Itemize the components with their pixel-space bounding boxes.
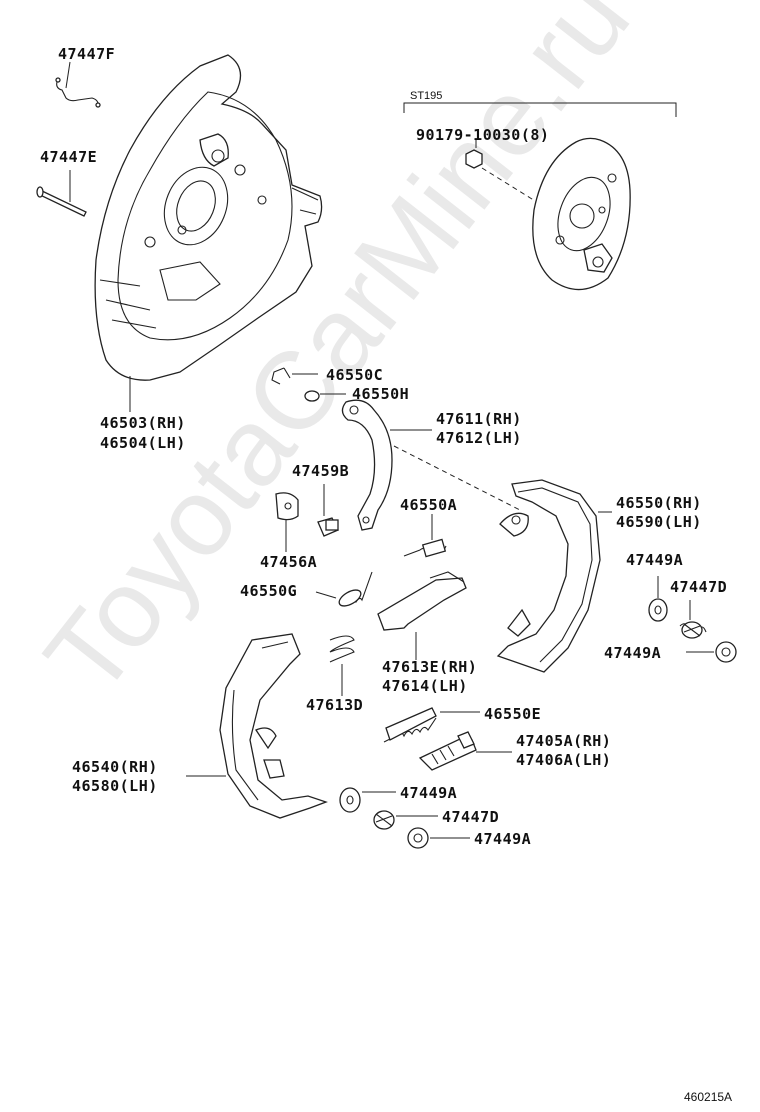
part-shoe-strut[interactable] bbox=[377, 571, 467, 660]
label-46590: 46590(LH) bbox=[616, 513, 702, 531]
label-47449A-3: 47449A bbox=[400, 784, 458, 802]
label-47613D: 47613D bbox=[306, 696, 364, 714]
part-47456A[interactable] bbox=[275, 492, 299, 552]
label-46540: 46540(RH) bbox=[72, 758, 158, 776]
part-47449A-lower-upper[interactable] bbox=[339, 787, 396, 813]
part-46550C[interactable] bbox=[271, 367, 318, 385]
label-46550H: 46550H bbox=[352, 385, 410, 403]
label-90179: 90179-10030(8) bbox=[416, 126, 550, 144]
label-46550C: 46550C bbox=[326, 366, 384, 384]
label-47405A: 47405A(RH) bbox=[516, 732, 612, 750]
label-47449A-2: 47449A bbox=[604, 644, 662, 662]
part-backing-plate[interactable] bbox=[94, 54, 323, 412]
part-47447D-lower[interactable] bbox=[373, 810, 438, 830]
label-47613E: 47613E(RH) bbox=[382, 658, 478, 676]
label-47611: 47611(RH) bbox=[436, 410, 522, 428]
part-parking-brake-lever[interactable] bbox=[341, 399, 521, 531]
label-47612: 47612(LH) bbox=[436, 429, 522, 447]
part-47447E[interactable] bbox=[36, 170, 87, 217]
label-st195: ST195 bbox=[410, 90, 443, 102]
label-46580: 46580(LH) bbox=[72, 777, 158, 795]
label-47447F: 47447F bbox=[58, 45, 116, 63]
part-47449A-lower-lower[interactable] bbox=[407, 827, 470, 849]
label-46503: 46503(RH) bbox=[100, 414, 186, 432]
label-47447D-2: 47447D bbox=[442, 808, 500, 826]
label-46550G: 46550G bbox=[240, 582, 298, 600]
part-47459B[interactable] bbox=[317, 484, 339, 537]
part-47447F[interactable] bbox=[55, 61, 101, 108]
label-47614: 47614(LH) bbox=[382, 677, 468, 695]
label-46504: 46504(LH) bbox=[100, 434, 186, 452]
label-47459B: 47459B bbox=[292, 462, 350, 480]
part-brake-shoe-lh[interactable] bbox=[186, 633, 328, 819]
label-47447D-1: 47447D bbox=[670, 578, 728, 596]
part-47449A-right-upper[interactable] bbox=[648, 576, 668, 622]
part-46550H[interactable] bbox=[304, 390, 346, 402]
label-47456A: 47456A bbox=[260, 553, 318, 571]
part-46550A[interactable] bbox=[403, 514, 447, 558]
part-brake-shoe-rh[interactable] bbox=[496, 479, 612, 673]
part-46550G[interactable] bbox=[315, 571, 373, 609]
part-47447D-right[interactable] bbox=[679, 600, 707, 639]
st195-bracket bbox=[403, 102, 677, 117]
part-46550E[interactable] bbox=[383, 707, 480, 743]
part-backing-plate-st195[interactable] bbox=[465, 137, 631, 291]
part-shoe-adjuster[interactable] bbox=[418, 731, 512, 771]
label-46550-rh: 46550(RH) bbox=[616, 494, 702, 512]
label-46550E: 46550E bbox=[484, 705, 542, 723]
label-46550A: 46550A bbox=[400, 496, 458, 514]
figure-code: 460215A bbox=[684, 1090, 733, 1104]
part-47613D[interactable] bbox=[329, 635, 355, 696]
part-47449A-right-lower[interactable] bbox=[686, 641, 737, 663]
label-47449A-1: 47449A bbox=[626, 551, 684, 569]
label-47406A: 47406A(LH) bbox=[516, 751, 612, 769]
label-47447E: 47447E bbox=[40, 148, 98, 166]
label-47449A-4: 47449A bbox=[474, 830, 532, 848]
